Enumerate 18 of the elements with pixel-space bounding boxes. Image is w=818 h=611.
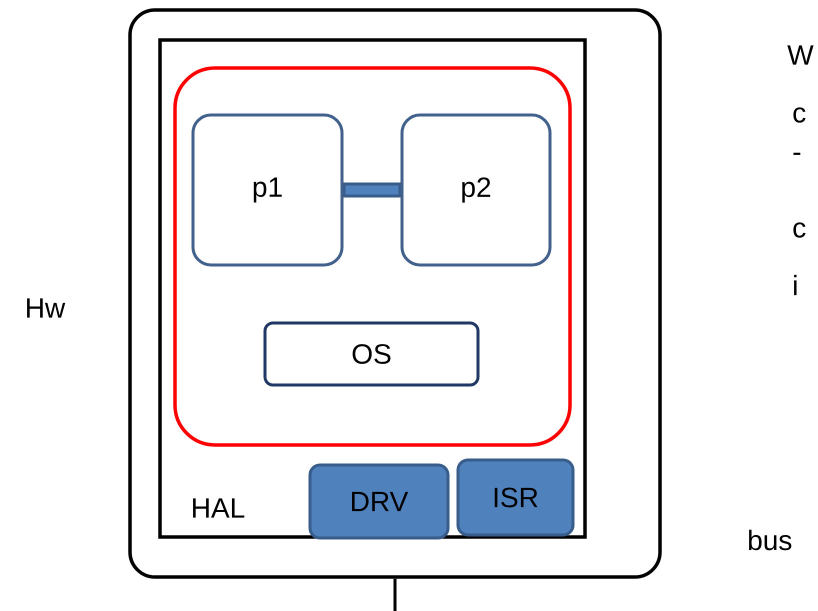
- component-box: DRV: [308, 464, 450, 540]
- process-group-box: [173, 66, 572, 447]
- box-label: HAL: [193, 498, 244, 518]
- connector-bar: [344, 182, 400, 198]
- label: W: [787, 45, 814, 65]
- hal-box: [158, 38, 587, 539]
- box-label: Hw: [27, 298, 66, 318]
- label: c: [793, 107, 806, 123]
- label: -: [793, 152, 800, 155]
- hardware-box: [128, 8, 662, 579]
- label: bus: [749, 530, 792, 550]
- os-box: OS: [264, 322, 480, 386]
- bus-line: [394, 578, 396, 611]
- process-box: p1: [192, 114, 344, 266]
- label: c: [793, 222, 806, 238]
- component-box: ISR: [456, 458, 574, 536]
- label: i: [794, 274, 797, 296]
- process-box: p2: [400, 114, 552, 266]
